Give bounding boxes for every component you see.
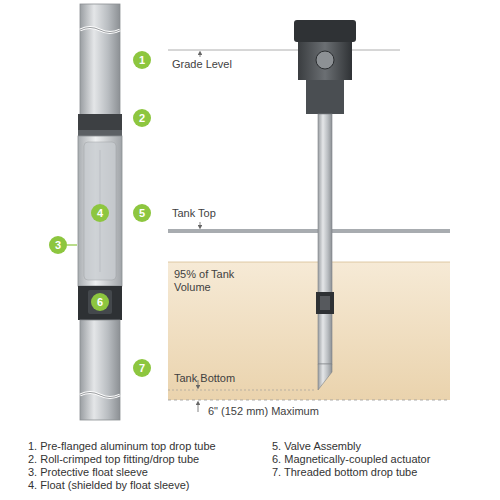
parts-list-item: 2. Roll-crimped top fitting/drop tube (28, 453, 199, 466)
parts-list-item: 5. Valve Assembly (272, 440, 361, 453)
level-label: Tank Top (172, 207, 216, 220)
callout-number: 5 (133, 204, 151, 222)
callout-number: 2 (133, 109, 151, 127)
parts-list-item: 6. Magnetically-coupled actuator (272, 453, 430, 466)
callout-number: 1 (133, 51, 151, 69)
level-label: Tank Bottom (174, 372, 235, 385)
callout-number: 3 (49, 236, 67, 254)
callout-number: 4 (91, 204, 109, 222)
parts-list-item: 7. Threaded bottom drop tube (272, 466, 417, 479)
dimension-label: 6" (152 mm) Maximum (208, 405, 319, 418)
callout-number: 6 (91, 293, 109, 311)
callout-number: 7 (133, 359, 151, 377)
level-label: Grade Level (172, 58, 232, 71)
parts-list-item: 1. Pre-flanged aluminum top drop tube (28, 440, 216, 453)
parts-list-item: 3. Protective float sleeve (28, 466, 148, 479)
parts-list-item: 4. Float (shielded by float sleeve) (28, 479, 189, 492)
level-label: 95% of Tank Volume (174, 268, 246, 294)
